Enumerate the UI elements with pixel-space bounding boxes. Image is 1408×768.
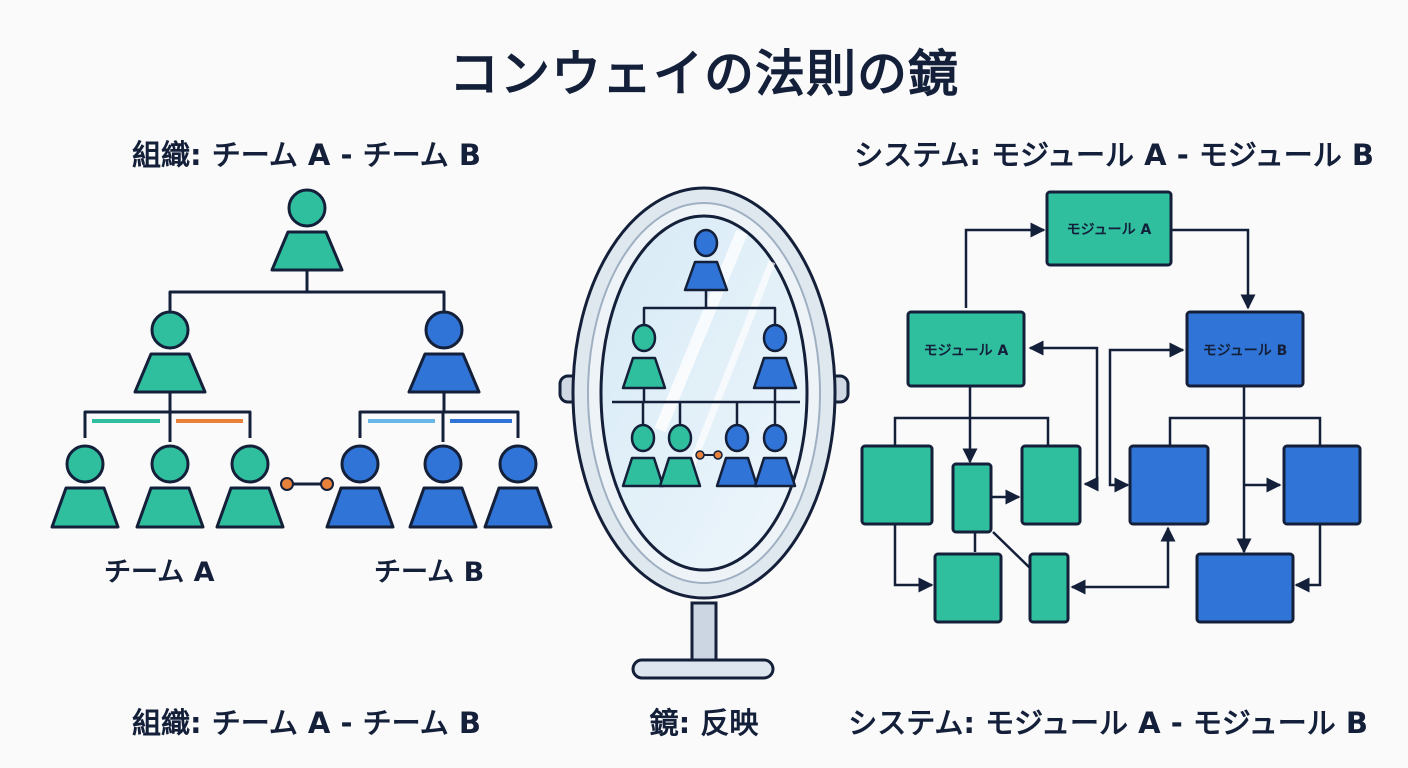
submodule-b-2	[1282, 444, 1362, 526]
submodule-b-1	[1128, 444, 1210, 526]
submodule-a-2	[951, 462, 993, 534]
submodule-a-1	[860, 444, 934, 526]
team-b-label: チーム B	[374, 557, 485, 588]
reflected-member-a-icon	[658, 423, 702, 488]
team-a-member-icon	[215, 444, 285, 529]
team-a-manager-icon	[133, 310, 207, 394]
module-b-box	[1185, 310, 1305, 388]
mirror-icon	[558, 186, 850, 680]
system-caption: システム: モジュール A - モジュール B	[848, 706, 1368, 740]
mirror-reflection	[612, 228, 800, 488]
org-root-person-icon	[270, 188, 344, 272]
reflected-manager-b-icon	[752, 323, 798, 390]
reflected-link-connector	[695, 450, 723, 460]
team-b-manager-icon	[407, 310, 481, 394]
system-architecture	[893, 222, 1322, 595]
team-link-connector	[280, 477, 334, 491]
mirror-stand	[631, 601, 775, 680]
module-top-label: モジュール A	[1067, 222, 1152, 238]
submodule-b-3	[1195, 552, 1295, 624]
org-heading: 組織: チーム A - チーム B	[132, 138, 481, 172]
team-b-member-icon	[325, 444, 395, 529]
reflected-member-b-icon	[753, 423, 797, 488]
submodule-a-4	[933, 552, 1003, 624]
module-top-box	[1045, 190, 1173, 267]
module-a-label: モジュール A	[924, 343, 1009, 359]
system-modules	[860, 190, 1362, 624]
team-a-member-icon	[50, 444, 120, 529]
org-caption: 組織: チーム A - チーム B	[132, 706, 481, 740]
submodule-a-3	[1020, 444, 1082, 526]
team-a-member-icon	[135, 444, 205, 529]
reflected-member-b-icon	[715, 423, 759, 488]
team-b-member-icon	[483, 444, 553, 529]
reflected-member-a-icon	[621, 423, 665, 488]
team-b-member-icon	[408, 444, 478, 529]
org-chart	[50, 188, 553, 529]
page-title: コンウェイの法則の鏡	[449, 45, 959, 103]
reflected-root-icon	[683, 228, 729, 292]
mirror-caption: 鏡: 反映	[649, 706, 759, 740]
org-tree-lines	[83, 270, 520, 442]
team-a-label: チーム A	[104, 557, 215, 588]
module-b-label: モジュール B	[1203, 343, 1288, 359]
reflected-manager-a-icon	[621, 323, 667, 390]
submodule-a-5	[1028, 552, 1070, 624]
system-heading: システム: モジュール A - モジュール B	[854, 138, 1374, 172]
module-a-box	[906, 310, 1026, 388]
